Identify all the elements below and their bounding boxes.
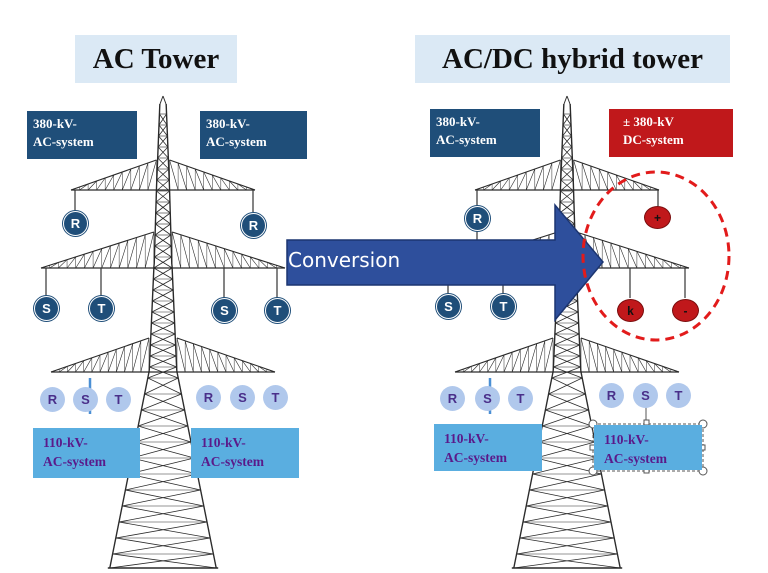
hybrid-tower-title: AC/DC hybrid tower bbox=[415, 35, 730, 83]
phase-node-s: S bbox=[34, 296, 59, 321]
dc-pole-plus: + bbox=[644, 206, 671, 229]
phase-node-r: R bbox=[241, 213, 266, 238]
right-tower-structure bbox=[444, 95, 690, 569]
dc-pole-minus: - bbox=[672, 299, 699, 322]
phase-node-t: T bbox=[666, 383, 691, 408]
box-line: AC-system bbox=[206, 134, 267, 149]
phase-node-r: R bbox=[196, 385, 221, 410]
box-line: 110-kV- bbox=[43, 435, 88, 450]
box-line: AC-system bbox=[444, 450, 507, 465]
right-110kv-ac-box-1: 110-kV- AC-system bbox=[434, 424, 542, 471]
box-line: DC-system bbox=[623, 132, 684, 147]
box-line: 380-kV- bbox=[436, 114, 480, 129]
conversion-label: Conversion bbox=[288, 248, 401, 272]
phase-node-t: T bbox=[491, 294, 516, 319]
left-110kv-ac-box-1: 110-kV- AC-system bbox=[33, 428, 140, 478]
phase-node-s: S bbox=[436, 294, 461, 319]
phase-node-r: R bbox=[40, 387, 65, 412]
conversion-arrow bbox=[286, 202, 604, 323]
left-380kv-ac-box-2: 380-kV- AC-system bbox=[200, 111, 307, 159]
box-line: 380-kV- bbox=[33, 116, 77, 131]
ac-tower-title: AC Tower bbox=[75, 35, 237, 83]
box-line: 110-kV- bbox=[201, 435, 246, 450]
box-line: AC-system bbox=[604, 451, 667, 466]
box-line: AC-system bbox=[201, 454, 264, 469]
phase-node-t: T bbox=[508, 386, 533, 411]
insulator-strings bbox=[45, 190, 686, 298]
phase-node-r: R bbox=[63, 211, 88, 236]
phase-node-t: T bbox=[89, 296, 114, 321]
phase-node-t: T bbox=[265, 298, 290, 323]
left-110kv-ac-box-2: 110-kV- AC-system bbox=[191, 428, 299, 478]
dc-pole-k: k bbox=[617, 299, 644, 322]
box-line: AC-system bbox=[43, 454, 106, 469]
box-line: 110-kV- bbox=[444, 431, 489, 446]
box-line: ± 380-kV bbox=[623, 114, 674, 129]
dc-380kv-box: ± 380-kV DC-system bbox=[609, 109, 733, 157]
left-380kv-ac-box-1: 380-kV- AC-system bbox=[27, 111, 137, 159]
right-110kv-ac-box-2[interactable]: 110-kV- AC-system bbox=[594, 425, 702, 470]
phase-node-r: R bbox=[599, 383, 624, 408]
box-line: AC-system bbox=[436, 132, 497, 147]
phase-node-s: S bbox=[73, 387, 98, 412]
box-line: AC-system bbox=[33, 134, 94, 149]
phase-node-t: T bbox=[263, 385, 288, 410]
phase-node-s: S bbox=[230, 385, 255, 410]
phase-node-t: T bbox=[106, 387, 131, 412]
phase-node-s: S bbox=[212, 298, 237, 323]
dc-highlight-ellipse bbox=[581, 170, 731, 342]
box-line: 380-kV- bbox=[206, 116, 250, 131]
right-380kv-ac-box: 380-kV- AC-system bbox=[430, 109, 540, 157]
phase-node-r: R bbox=[440, 386, 465, 411]
phase-node-r: R bbox=[465, 206, 490, 231]
phase-node-s: S bbox=[633, 383, 658, 408]
box-line: 110-kV- bbox=[604, 432, 649, 447]
left-tower-structure bbox=[40, 95, 286, 569]
phase-node-s: S bbox=[475, 386, 500, 411]
